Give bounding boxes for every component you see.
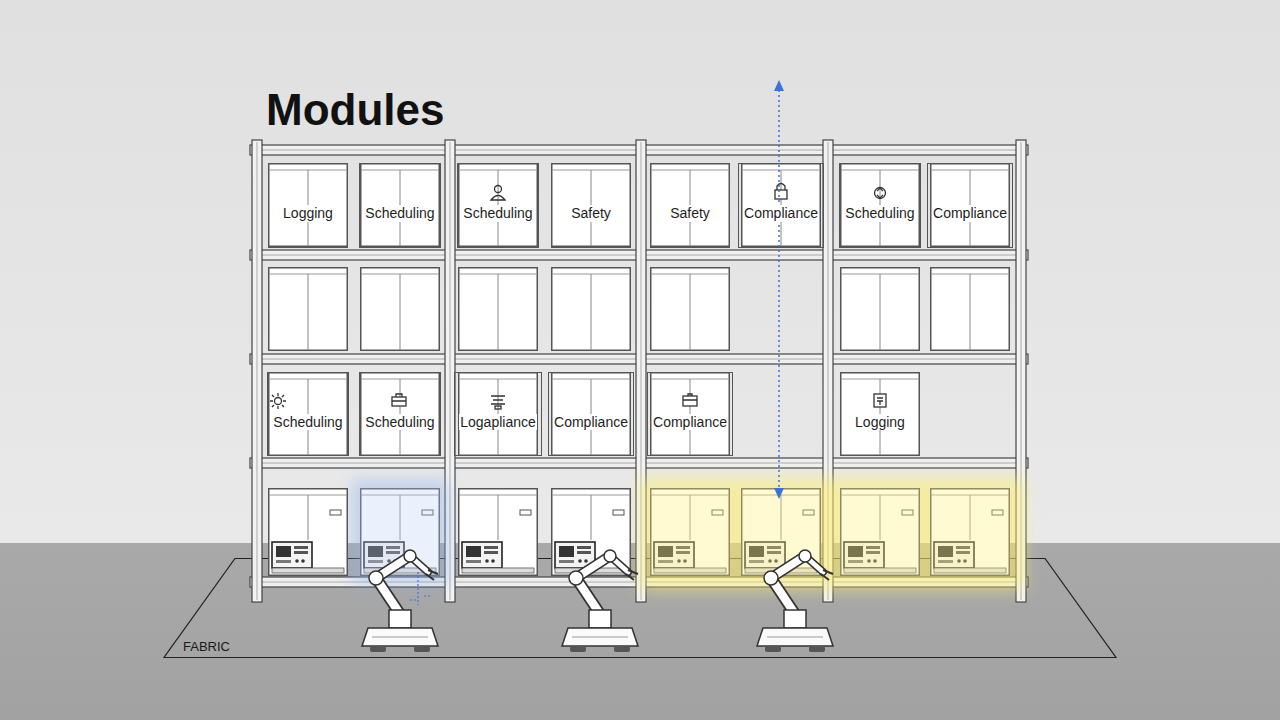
- module-label: Scheduling: [462, 205, 533, 222]
- module-box: Scheduling: [359, 163, 441, 248]
- module-box: Scheduling: [839, 163, 921, 248]
- diagram-title: Modules: [266, 88, 444, 132]
- module-label: Safety: [669, 205, 711, 222]
- module-label: Compliance: [743, 205, 819, 222]
- module-box: Compliance: [738, 163, 824, 248]
- module-label: Logapliance: [459, 414, 537, 431]
- module-box: Scheduling: [267, 372, 349, 456]
- module-label: Compliance: [553, 414, 629, 431]
- module-label: Scheduling: [844, 205, 915, 222]
- module-label: Safety: [570, 205, 612, 222]
- module-box: Safety: [650, 163, 730, 248]
- blue-dotted-arrow: [774, 80, 784, 499]
- module-crates-row3: [269, 373, 920, 456]
- upright-holes: [257, 142, 1021, 600]
- module-box: Safety: [551, 163, 631, 248]
- module-box: Logapliance: [454, 372, 542, 456]
- glow-tints: [360, 488, 1010, 576]
- module-label: Scheduling: [364, 414, 435, 431]
- floor-label: FABRIC: [183, 639, 230, 654]
- module-label: Compliance: [652, 414, 728, 431]
- blue-dotted-trace: [410, 572, 432, 605]
- module-box: Scheduling: [359, 372, 441, 456]
- module-box: Logging: [840, 372, 920, 456]
- module-box: Compliance: [647, 372, 733, 456]
- module-box: Logging: [268, 163, 348, 248]
- robot-arms: [362, 550, 833, 652]
- shelf-uprights: [252, 140, 1026, 602]
- module-box: Scheduling: [457, 163, 539, 248]
- module-icons: [270, 184, 886, 410]
- module-crates-row2: [269, 268, 1010, 351]
- module-label: Scheduling: [272, 414, 343, 431]
- module-label: Logging: [854, 414, 906, 431]
- machine-crates-row4: [269, 489, 1010, 576]
- module-label: Scheduling: [364, 205, 435, 222]
- module-box: Compliance: [927, 163, 1013, 248]
- module-label: Compliance: [932, 205, 1008, 222]
- module-crates-row1: [269, 164, 1010, 247]
- module-label: Logging: [282, 205, 334, 222]
- module-box: Compliance: [548, 372, 634, 456]
